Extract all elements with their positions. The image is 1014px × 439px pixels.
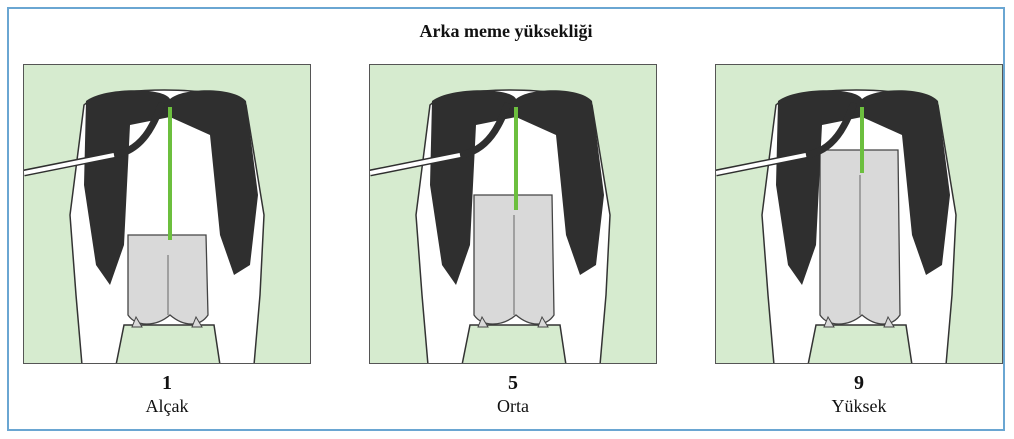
score-value: 1: [23, 371, 311, 395]
caption-high: 9 Yüksek: [715, 371, 1003, 417]
cow-rear-high-illustration: [716, 65, 1003, 364]
score-label: Orta: [369, 395, 657, 417]
cow-rear-medium-illustration: [370, 65, 657, 364]
score-label: Yüksek: [715, 395, 1003, 417]
panel-low: [23, 64, 311, 364]
caption-low: 1 Alçak: [23, 371, 311, 417]
score-value: 9: [715, 371, 1003, 395]
panel-medium: [369, 64, 657, 364]
figure-title: Arka meme yüksekliği: [9, 21, 1003, 42]
score-value: 5: [369, 371, 657, 395]
caption-medium: 5 Orta: [369, 371, 657, 417]
figure-frame: Arka meme yüksekliği 1 Alçak: [7, 7, 1005, 431]
panel-high: [715, 64, 1003, 364]
score-label: Alçak: [23, 395, 311, 417]
cow-rear-low-illustration: [24, 65, 311, 364]
